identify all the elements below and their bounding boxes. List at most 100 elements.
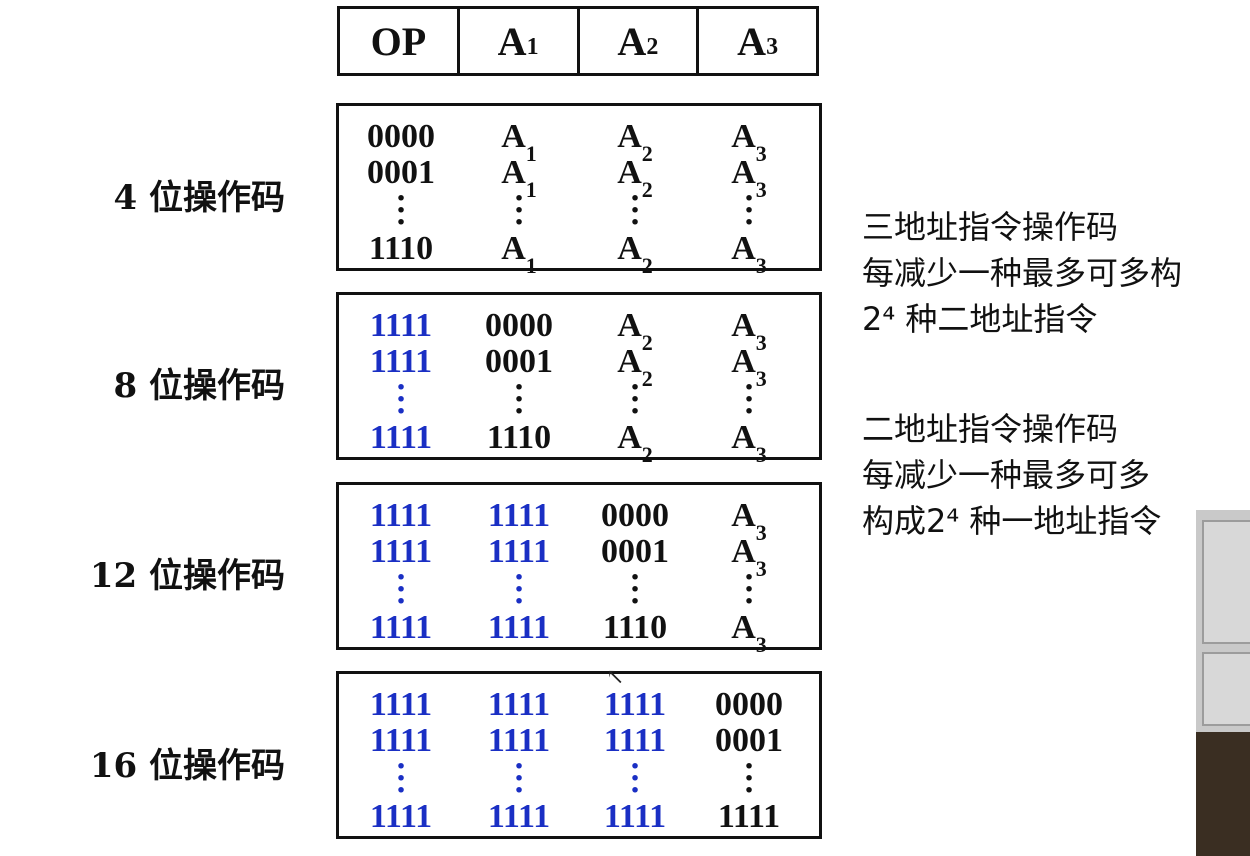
code-cell-first: A3: [731, 118, 767, 166]
ellipsis-dots: ···: [629, 180, 641, 241]
code-cell-last: A3: [731, 609, 767, 657]
ellipsis-dots: ···: [395, 559, 407, 620]
label-12-bit-opcode: 12 位操作码: [89, 556, 285, 596]
ellipsis-dots: ···: [395, 180, 407, 241]
ellipsis-dots: ···: [513, 180, 525, 241]
note-block: 二地址指令操作码每减少一种最多可多构成2⁴ 种一地址指令: [862, 406, 1161, 544]
code-cell-first: 1111: [369, 307, 433, 344]
code-cell-last: 1111: [369, 798, 433, 835]
code-cell-second: A1: [501, 154, 537, 202]
code-cell-last: 1111: [369, 609, 433, 646]
code-cell-last: 1111: [369, 419, 433, 456]
ellipsis-dots: ···: [743, 369, 755, 430]
code-cell-second: 0001: [715, 722, 783, 759]
code-cell-first: A2: [617, 118, 653, 166]
code-cell-second: 1111: [369, 533, 433, 570]
code-cell-second: 0001: [367, 154, 435, 191]
label-8-bit-opcode: 8 位操作码: [113, 366, 286, 406]
presenter-video-overlay: [1196, 510, 1250, 856]
code-cell-second: A3: [731, 154, 767, 202]
ellipsis-dots: ···: [629, 748, 641, 809]
ellipsis-dots: ···: [629, 369, 641, 430]
ellipsis-dots: ···: [395, 748, 407, 809]
code-cell-last: 1111: [717, 798, 781, 835]
code-cell-second: 1111: [369, 343, 433, 380]
ellipsis-dots: ···: [513, 559, 525, 620]
code-cell-first: 0000: [715, 686, 783, 723]
code-cell-last: 1111: [603, 798, 667, 835]
note-line: 三地址指令操作码: [862, 208, 1119, 246]
code-cell-first: 1111: [487, 497, 551, 534]
code-cell-last: 1110: [368, 230, 434, 267]
label-16-bit-opcode: 16 位操作码: [89, 746, 285, 786]
code-cell-last: 1110: [602, 609, 668, 646]
code-cell-second: 1111: [487, 722, 551, 759]
mouse-cursor-icon: ↖: [606, 664, 625, 689]
ellipsis-dots: ···: [513, 748, 525, 809]
code-cell-last: A2: [617, 419, 653, 467]
code-cell-last: 1111: [487, 609, 551, 646]
header-op: OP: [340, 9, 460, 73]
note-line: 每减少一种最多可多: [862, 456, 1151, 494]
code-cell-first: A3: [731, 497, 767, 545]
code-cell-second: A2: [617, 343, 653, 391]
label-4-bit-opcode: 4 位操作码: [113, 178, 286, 218]
code-cell-last: A3: [731, 419, 767, 467]
code-cell-first: 1111: [603, 686, 667, 723]
code-cell-last: 1110: [486, 419, 552, 456]
code-cell-second: 0001: [485, 343, 553, 380]
note-line: 2⁴ 种二地址指令: [862, 300, 1098, 338]
code-cell-first: 0000: [485, 307, 553, 344]
code-cell-second: 0001: [601, 533, 669, 570]
note-line: 构成2⁴ 种一地址指令: [862, 502, 1162, 540]
ellipsis-dots: ···: [629, 559, 641, 620]
code-cell-first: 0000: [367, 118, 435, 155]
code-cell-second: A3: [731, 533, 767, 581]
code-cell-first: A3: [731, 307, 767, 355]
code-cell-first: A1: [501, 118, 537, 166]
code-cell-last: A1: [501, 230, 537, 278]
code-cell-first: A2: [617, 307, 653, 355]
code-cell-last: A3: [731, 230, 767, 278]
code-cell-second: 1111: [603, 722, 667, 759]
ellipsis-dots: ···: [743, 559, 755, 620]
ellipsis-dots: ···: [395, 369, 407, 430]
code-cell-first: 1111: [487, 686, 551, 723]
ellipsis-dots: ···: [513, 369, 525, 430]
note-line: 二地址指令操作码: [862, 410, 1119, 448]
code-cell-second: 1111: [487, 533, 551, 570]
code-cell-first: 1111: [369, 686, 433, 723]
code-cell-second: 1111: [369, 722, 433, 759]
code-cell-second: A2: [617, 154, 653, 202]
ellipsis-dots: ···: [743, 748, 755, 809]
code-cell-first: 0000: [601, 497, 669, 534]
ellipsis-dots: ···: [743, 180, 755, 241]
code-cell-last: A2: [617, 230, 653, 278]
code-cell-second: A3: [731, 343, 767, 391]
code-cell-last: 1111: [487, 798, 551, 835]
code-cell-first: 1111: [369, 497, 433, 534]
